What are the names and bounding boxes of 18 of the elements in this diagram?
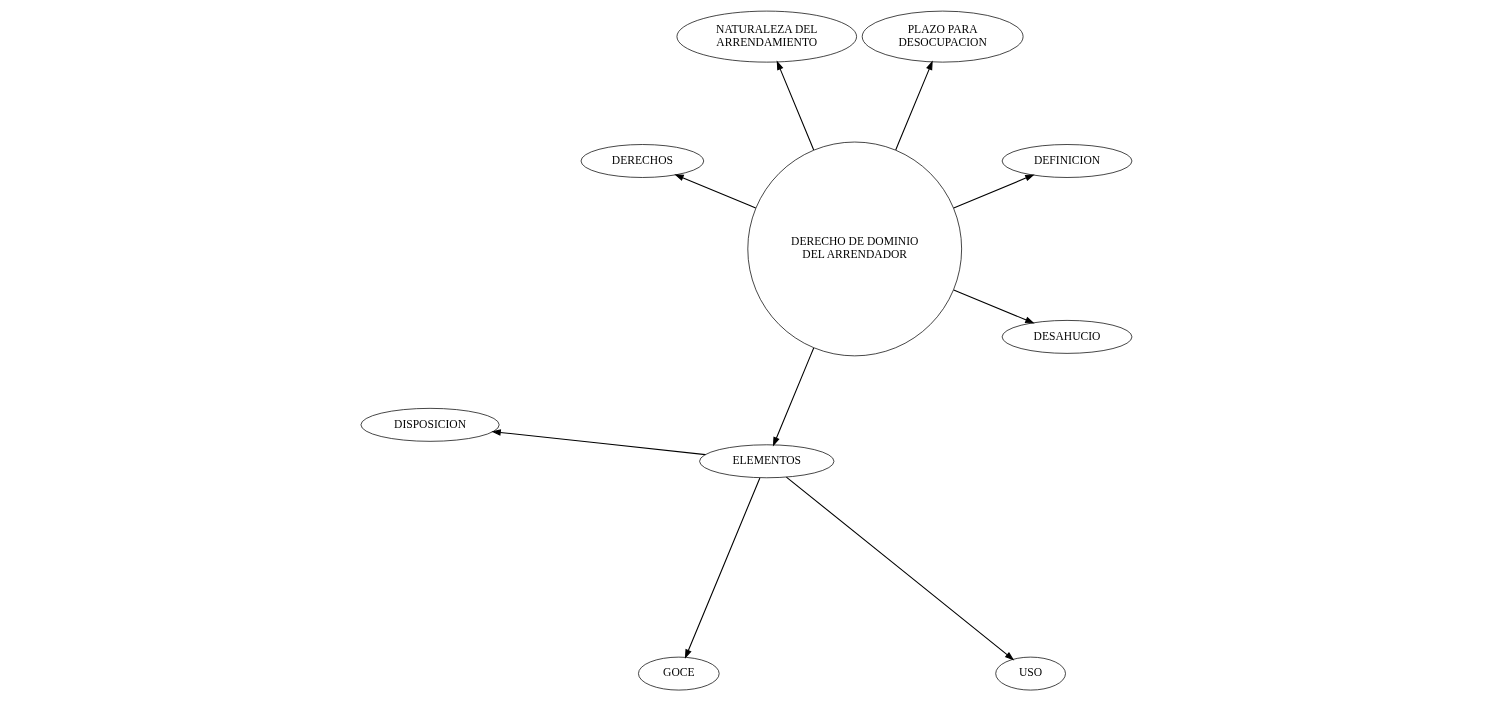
node-ellipse: USO <box>994 656 1066 691</box>
arrow <box>673 174 756 209</box>
arrow <box>490 429 706 456</box>
node-ellipse: DESAHUCIO <box>1001 320 1132 354</box>
node-ellipse: GOCE <box>637 656 720 691</box>
arrow <box>952 289 1035 324</box>
node-ellipse: DERECHOS <box>580 144 704 178</box>
node-circle: DERECHO DE DOMINIO DEL ARRENDADOR <box>746 141 962 357</box>
arrow <box>785 476 1014 661</box>
arrow <box>684 477 760 659</box>
node-ellipse: NATURALEZA DEL ARRENDAMIENTO <box>676 10 857 63</box>
node-ellipse: PLAZO PARA DESOCUPACION <box>861 10 1023 63</box>
node-ellipse: ELEMENTOS <box>698 444 834 479</box>
arrow <box>776 60 814 151</box>
arrow <box>772 347 814 447</box>
arrow <box>952 174 1035 209</box>
arrow <box>894 60 933 151</box>
node-ellipse: DEFINICION <box>1001 144 1132 178</box>
